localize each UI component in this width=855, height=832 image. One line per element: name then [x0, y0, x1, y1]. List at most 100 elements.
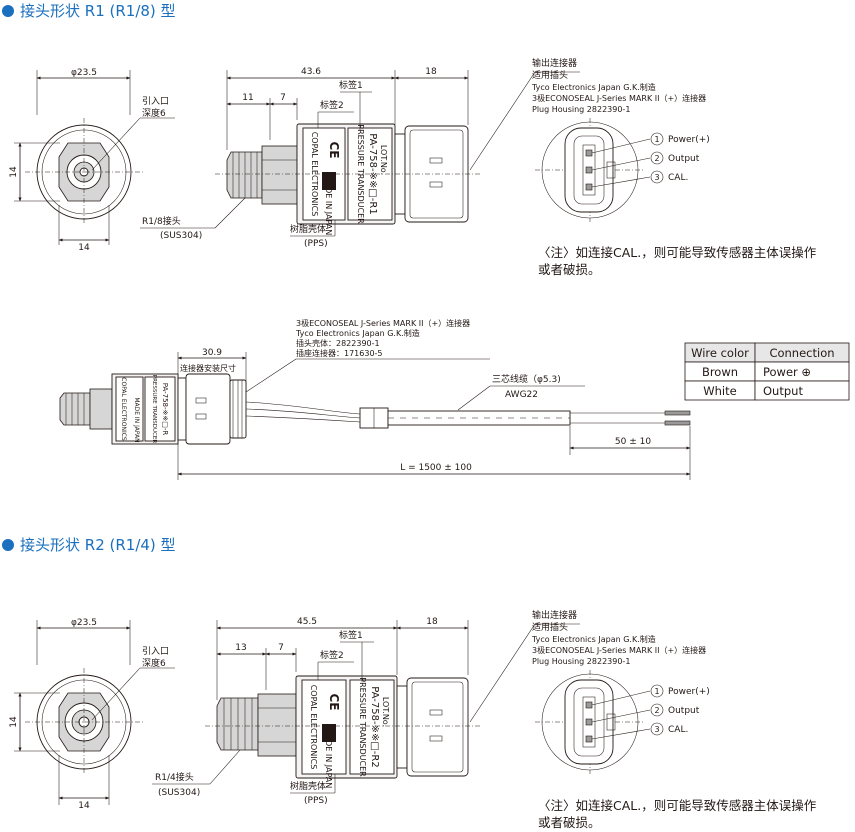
- cable-conn-maker: Tyco Electronics Japan G.K.制造: [295, 328, 420, 338]
- section-r2: 接头形状 R2 (R1/4) 型 φ23.5 14 14 引入口: [2, 536, 817, 830]
- table-row-color: White: [703, 384, 736, 398]
- label2-callout: 标签2: [320, 649, 344, 661]
- body-made: MADE IN JAPAN: [324, 728, 333, 788]
- cable-body-brand: COPAL ELECTRONICS: [120, 377, 127, 441]
- body-brand: COPAL ELECTRONICS: [310, 132, 319, 217]
- ce-mark-icon: CE: [327, 693, 341, 710]
- pin3-num: 3: [654, 173, 659, 182]
- body-model: PA-758-※※□-R2: [369, 686, 380, 767]
- cable-body-made: MADE IN JAPAN: [133, 397, 140, 442]
- inlet-depth: 深度6: [142, 657, 166, 669]
- table-row-connection: Output: [763, 384, 803, 398]
- thread-label: R1/8接头: [142, 215, 181, 227]
- cable-conn-receptacle: 插座连接器：171630-5: [296, 348, 383, 358]
- pin1-num: 1: [654, 135, 659, 144]
- out-conn-maker: Tyco Electronics Japan G.K.制造: [531, 82, 656, 92]
- dim-strip: 50 ± 10: [615, 437, 651, 447]
- inlet-depth: 深度6: [142, 107, 166, 119]
- pin-view: 1 Power(+) 2 Output 3 CAL.: [535, 118, 710, 222]
- dim-diameter: φ23.5: [71, 68, 97, 78]
- resin-label: 树脂壳体: [290, 223, 326, 235]
- dim-mount: 30.9: [202, 348, 222, 358]
- thread-label: R1/4接头: [155, 771, 194, 783]
- cable-spec: 三芯线缆（φ5.3): [492, 373, 561, 385]
- section-r1: 接头形状 R1 (R1/8) 型 φ23.5 14 14 引入口: [2, 2, 817, 277]
- dim-thread: 11: [242, 93, 253, 103]
- dim-bottom: 14: [78, 243, 90, 253]
- note-line1: 〈注〉如连接CAL.，则可能导致传感器主体误操作: [538, 245, 817, 260]
- wire-table: Wire color Connection Brown Power ⊕ Whit…: [684, 342, 850, 401]
- ce-mark-icon: CE: [327, 141, 341, 158]
- cable-conn-series: 3极ECONOSEAL J-Series MARK II（+）连接器: [296, 318, 470, 328]
- out-conn-series: 3极ECONOSEAL J-Series MARK II（+）连接器: [532, 93, 706, 103]
- pin1-label: Power(+): [668, 135, 710, 145]
- cable-awg: AWG22: [505, 390, 538, 400]
- resin-material: (PPS): [304, 239, 328, 249]
- thread-material: (SUS304): [158, 788, 200, 798]
- label1-callout: 标签1: [339, 79, 363, 91]
- note-line2: 或者破损。: [538, 262, 601, 277]
- out-conn-maker: Tyco Electronics Japan G.K.制造: [531, 634, 656, 644]
- dim-side: 14: [9, 166, 19, 178]
- cable-body-model: PA-758-※※□-R: [161, 383, 169, 436]
- dim-hex: 7: [280, 93, 286, 103]
- dim-total-length: L = 1500 ± 100: [400, 463, 472, 473]
- pin2-num: 2: [654, 154, 659, 163]
- out-conn-title: 输出连接器: [532, 609, 577, 621]
- pin1-label: Power(+): [668, 687, 710, 697]
- resin-label: 树脂壳体: [290, 780, 326, 792]
- dim-connector: 18: [426, 617, 438, 627]
- body-lot: LOT.No.: [379, 145, 388, 175]
- out-conn-title: 输出连接器: [532, 57, 577, 69]
- logo-icon: [322, 724, 336, 742]
- inlet-label: 引入口: [142, 646, 169, 657]
- note-line1: 〈注〉如连接CAL.，则可能导致传感器主体误操作: [538, 798, 817, 813]
- out-conn-plug: 适用插头: [532, 69, 568, 81]
- body-brand: COPAL ELECTRONICS: [309, 685, 318, 770]
- dim-diameter: φ23.5: [71, 618, 97, 628]
- note-line2: 或者破损。: [538, 815, 601, 830]
- label2-callout: 标签2: [320, 99, 344, 111]
- table-row-color: Brown: [702, 365, 738, 379]
- side-view: 45.5 18 13 7 COPAL ELECTRONICS CE MADE I…: [152, 617, 580, 806]
- front-view: φ23.5 14 14 引入口 深度6: [9, 618, 175, 811]
- pin1-num: 1: [654, 687, 659, 696]
- cable-body-pt: PRESSURE TRANSDUCER: [151, 375, 157, 444]
- out-connector-info: 输出连接器 适用插头 Tyco Electronics Japan G.K.制造…: [531, 57, 706, 114]
- mount-label: 连接器安装尺寸: [180, 363, 236, 373]
- out-conn-housing: Plug Housing 2822390-1: [532, 105, 630, 114]
- body-pt: PRESSURE TRANSDUCER: [358, 677, 367, 777]
- pin-view: 1 Power(+) 2 Output 3 CAL.: [535, 670, 710, 774]
- dim-connector: 18: [425, 67, 437, 77]
- body-pt: PRESSURE TRANSDUCER: [356, 124, 365, 224]
- front-view: φ23.5 14 14 引入口 深度6: [9, 68, 175, 253]
- table-header-color: Wire color: [691, 346, 749, 360]
- section-bullet-icon: [2, 539, 14, 551]
- pin3-label: CAL.: [668, 173, 688, 183]
- table-row-connection: Power ⊕: [763, 365, 811, 379]
- cable-conn-housing: 插头壳体：2822390-1: [296, 338, 380, 348]
- cable-assembly: 3极ECONOSEAL J-Series MARK II（+）连接器 Tyco …: [59, 318, 691, 480]
- dim-hex: 7: [278, 643, 284, 653]
- out-connector-info: 输出连接器 适用插头 Tyco Electronics Japan G.K.制造…: [531, 609, 706, 666]
- label1-callout: 标签1: [339, 629, 363, 641]
- logo-icon: [322, 172, 336, 190]
- out-conn-housing: Plug Housing 2822390-1: [532, 657, 630, 666]
- out-conn-series: 3极ECONOSEAL J-Series MARK II（+）连接器: [532, 645, 706, 655]
- dim-thread: 13: [235, 643, 246, 653]
- dim-length: 43.6: [301, 67, 321, 77]
- body-made: MADE IN JAPAN: [324, 175, 333, 235]
- pin2-label: Output: [668, 706, 700, 716]
- pin3-label: CAL.: [668, 725, 688, 735]
- dim-length: 45.5: [297, 617, 317, 627]
- table-header-connection: Connection: [769, 346, 834, 360]
- body-lot: LOT.No.: [381, 697, 390, 727]
- inlet-label: 引入口: [142, 96, 169, 107]
- thread-material: (SUS304): [160, 231, 202, 241]
- section-bullet-icon: [2, 5, 14, 17]
- dim-bottom: 14: [78, 801, 90, 811]
- pin2-label: Output: [668, 154, 700, 164]
- pin3-num: 3: [654, 725, 659, 734]
- resin-material: (PPS): [304, 796, 328, 806]
